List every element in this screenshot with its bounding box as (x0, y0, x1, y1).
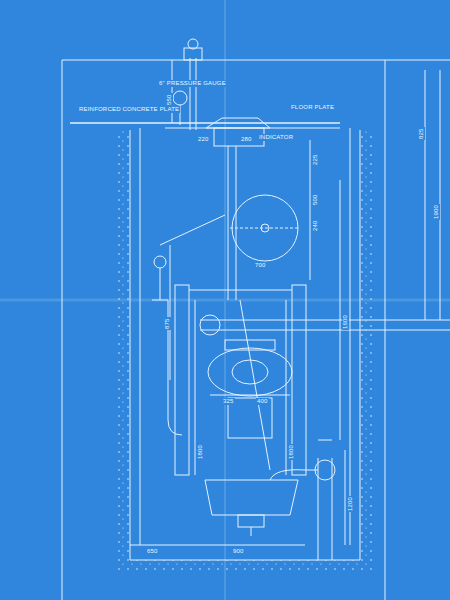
dimension-label: 400 (256, 398, 269, 405)
part-label: INDICATOR (258, 134, 294, 141)
dimension-label: 1800 (197, 444, 204, 460)
dimension-label: 240 (312, 219, 319, 232)
dimension-label: 225 (312, 153, 319, 166)
dimension-label: 875 (164, 317, 171, 330)
part-label: FLOOR PLATE (290, 104, 335, 111)
part-label: REINFORCED CONCRETE PLATE (78, 106, 180, 113)
part-label: 6" PRESSURE GAUGE (158, 80, 227, 87)
dimension-label: 1600 (342, 314, 349, 330)
dimension-label: 500 (312, 193, 319, 206)
dimension-label: 550 (166, 93, 173, 106)
dimension-label: 650 (146, 548, 159, 555)
dimension-label: 1200 (347, 496, 354, 512)
dimension-label: 700 (254, 262, 267, 269)
dimension-label: 220 (197, 136, 210, 143)
dimension-label: 280 (240, 136, 253, 143)
dimension-label: 325 (222, 398, 235, 405)
dimension-label: 1900 (433, 204, 440, 220)
dimension-label: 825 (418, 127, 425, 140)
dimension-label: 900 (232, 548, 245, 555)
dimension-label: 1800 (288, 444, 295, 460)
